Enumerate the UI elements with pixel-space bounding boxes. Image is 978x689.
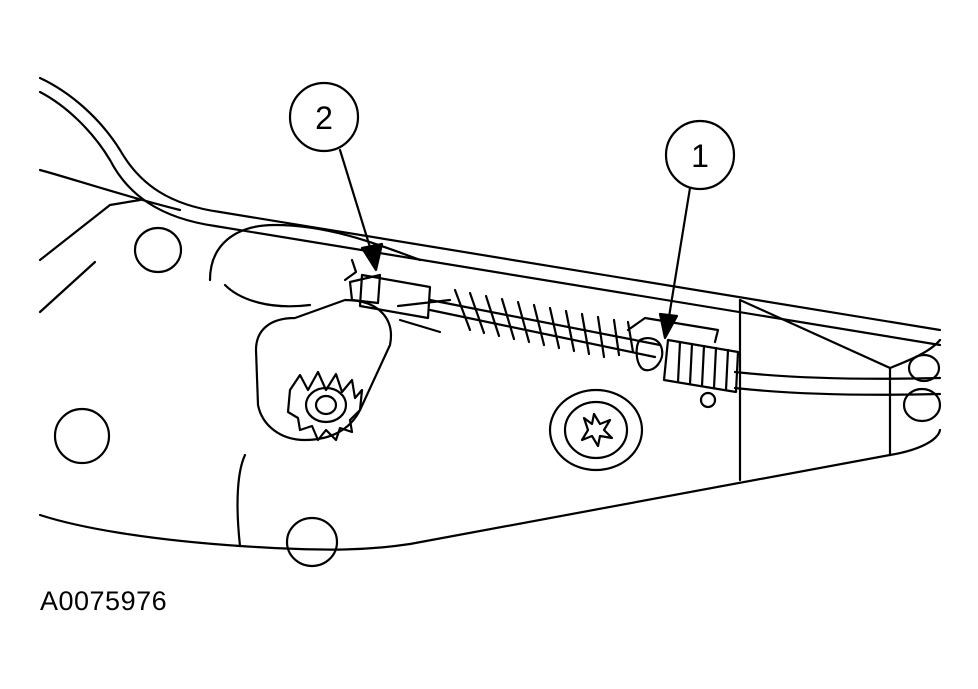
mounting-holes [53,226,941,568]
cable-end-fitting [343,258,432,320]
callout-1 [658,119,736,340]
torx-bolt [548,387,942,472]
cable-spring-assembly [396,288,942,396]
lever-assembly [208,223,422,442]
callout-1-label: 1 [691,138,709,174]
upper-bracket [38,76,942,347]
figure-id-label: A0075976 [40,586,168,616]
adjuster-nut [626,316,740,409]
main-plate [38,168,942,551]
callout-2 [288,81,384,272]
callout-2-label: 2 [315,100,333,136]
